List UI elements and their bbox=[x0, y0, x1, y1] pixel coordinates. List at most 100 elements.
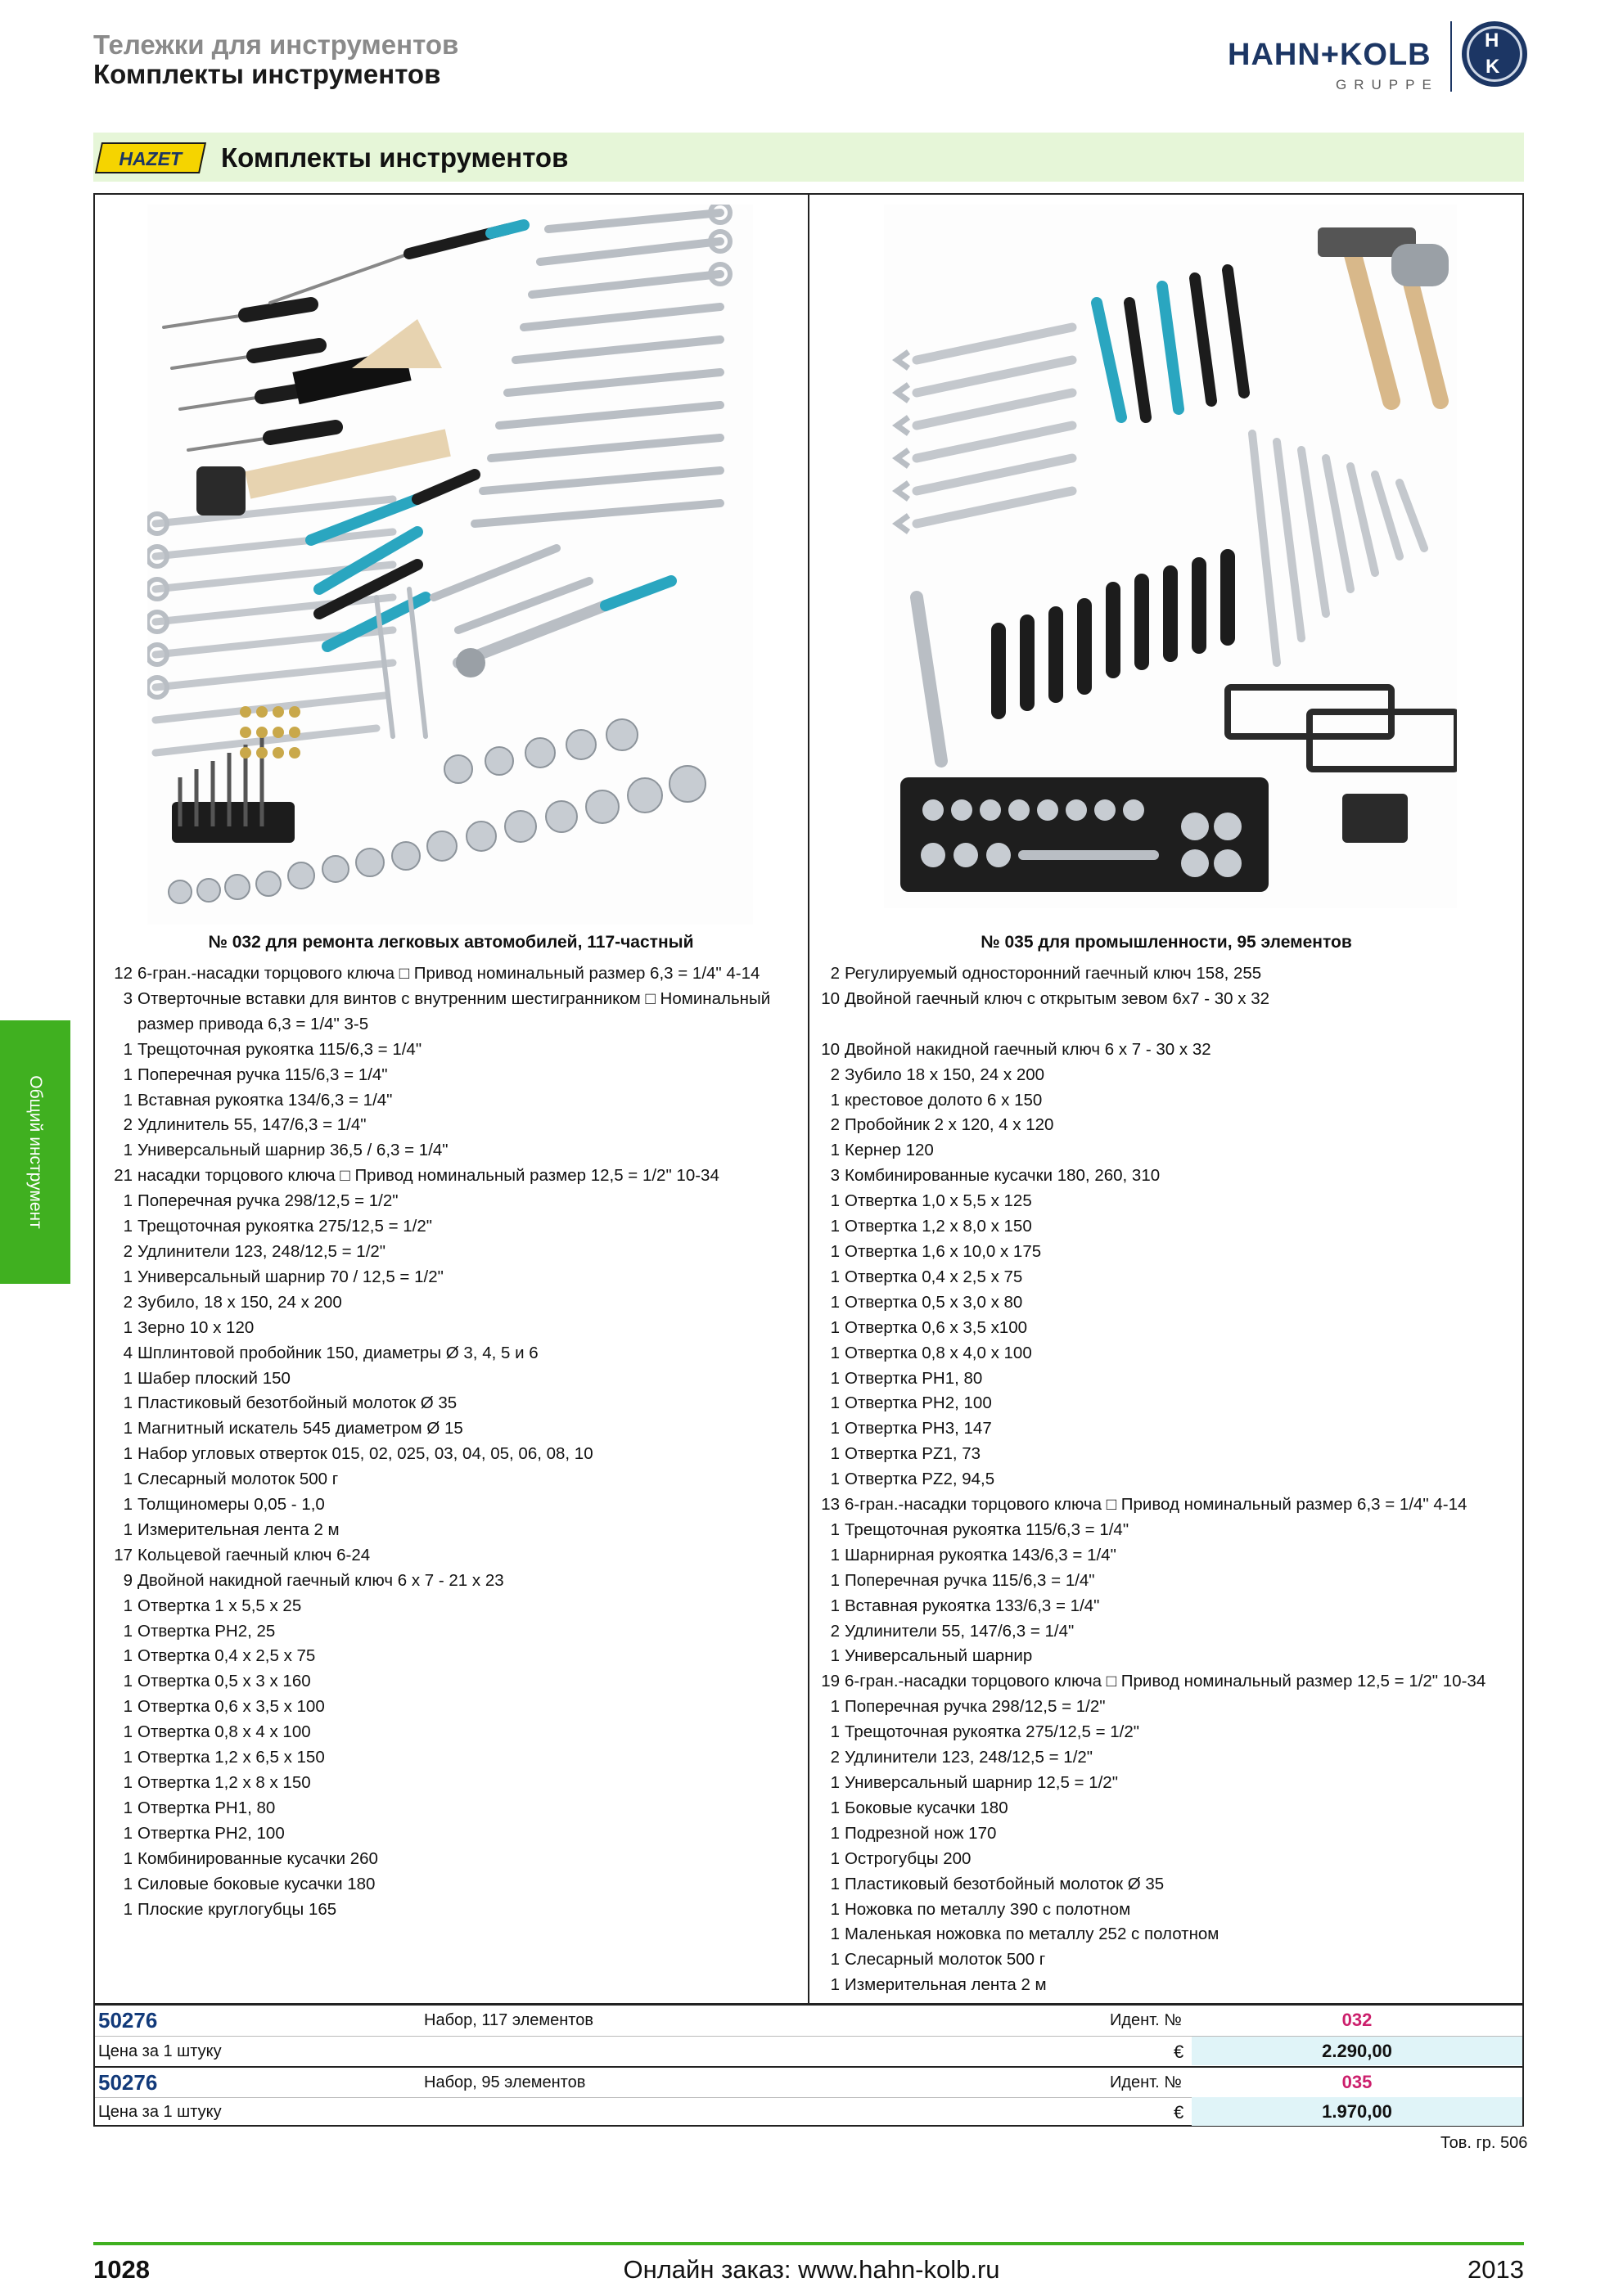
logo-divider bbox=[1450, 21, 1452, 92]
item-quantity: 13 bbox=[821, 1495, 840, 1515]
list-item: 1 Отвертка 0,4 x 2,5 x 75 bbox=[812, 1265, 1522, 1290]
item-quantity: 1 bbox=[830, 1267, 840, 1286]
price-row-035-price: Цена за 1 штуку € 1.970,00 bbox=[95, 2097, 1522, 2127]
item-quantity: 1 bbox=[123, 1697, 133, 1717]
item-description: Поперечная ручка 298/12,5 = 1/2" bbox=[138, 1191, 399, 1211]
item-description: Отвертка 1,2 x 6,5 x 150 bbox=[138, 1748, 325, 1767]
item-quantity: 1 bbox=[830, 1570, 840, 1590]
item-quantity: 1 bbox=[123, 1393, 133, 1413]
price-row-035-article: 50276 Набор, 95 элементов Идент. № 035 bbox=[95, 2068, 1522, 2098]
item-quantity: 1 bbox=[830, 1090, 840, 1110]
list-item: 1 Отвертка PH1, 80 bbox=[95, 1796, 807, 1821]
online-order-link[interactable]: Онлайн заказ: www.hahn-kolb.ru bbox=[623, 2255, 1000, 2284]
item-quantity: 1 bbox=[830, 1292, 840, 1312]
item-quantity: 1 bbox=[830, 1141, 840, 1160]
hazet-brand-logo: HAZET bbox=[94, 142, 207, 173]
item-description: Поперечная ручка 115/6,3 = 1/4" bbox=[138, 1065, 388, 1084]
item-quantity: 1 bbox=[830, 1519, 840, 1539]
item-quantity: 1 bbox=[123, 1798, 133, 1817]
item-quantity: 3 bbox=[830, 1166, 840, 1186]
item-quantity: 1 bbox=[123, 1519, 133, 1539]
item-description: Отвертка PH1, 80 bbox=[138, 1798, 276, 1817]
item-description: Зубило, 18 x 150, 24 x 200 bbox=[138, 1292, 342, 1312]
item-quantity: 1 bbox=[830, 1317, 840, 1337]
item-description: Кольцевой гаечный ключ 6-24 bbox=[138, 1545, 371, 1564]
item-quantity: 1 bbox=[123, 1823, 133, 1843]
item-quantity: 1 bbox=[123, 1646, 133, 1666]
item-quantity: 1 bbox=[123, 1722, 133, 1742]
article-number[interactable]: 50276 bbox=[98, 2070, 158, 2095]
item-description: крестовое долото 6 x 150 bbox=[845, 1090, 1043, 1110]
item-description: 6-гран.-насадки торцового ключа □ Привод… bbox=[845, 1495, 1467, 1515]
item-description: Трещоточная рукоятка 115/6,3 = 1/4" bbox=[138, 1039, 422, 1059]
item-quantity bbox=[812, 1012, 845, 1038]
item-description: Плоские круглогубцы 165 bbox=[138, 1899, 337, 1919]
list-item: размер привода 6,3 = 1/4" 3-5 bbox=[95, 1012, 807, 1038]
item-description: Шплинтовой пробойник 150, диаметры Ø 3, … bbox=[138, 1343, 539, 1362]
item-quantity: 1 bbox=[123, 1470, 133, 1489]
item-description: Универсальный шарнир 12,5 = 1/2" bbox=[845, 1773, 1118, 1792]
item-description: Отвертка 0,4 x 2,5 x 75 bbox=[845, 1267, 1023, 1286]
item-quantity: 1 bbox=[830, 1823, 840, 1843]
side-tab-general-tools[interactable]: Общий инструмент bbox=[0, 1020, 70, 1284]
list-item: 1 Поперечная ручка 115/6,3 = 1/4" bbox=[95, 1063, 807, 1088]
item-quantity: 1 bbox=[123, 1217, 133, 1236]
item-quantity: 1 bbox=[830, 1798, 840, 1817]
item-quantity: 1 bbox=[123, 1672, 133, 1691]
footer-divider bbox=[93, 2242, 1524, 2245]
item-description: Слесарный молоток 500 г bbox=[138, 1470, 339, 1489]
item-quantity: 1 bbox=[123, 1141, 133, 1160]
item-description: Маленькая ножовка по металлу 252 с полот… bbox=[845, 1925, 1220, 1944]
item-description: Отвертка 0,4 x 2,5 x 75 bbox=[138, 1646, 316, 1666]
list-item: 1 Слесарный молоток 500 г bbox=[95, 1467, 807, 1492]
item-description: Удлинитель 55, 147/6,3 = 1/4" bbox=[138, 1115, 367, 1135]
item-description: Зерно 10 x 120 bbox=[138, 1317, 255, 1337]
item-description: размер привода 6,3 = 1/4" 3-5 bbox=[138, 1014, 369, 1033]
item-quantity: 1 bbox=[830, 1848, 840, 1868]
item-description: Отвертка PH1, 80 bbox=[845, 1368, 983, 1388]
article-number[interactable]: 50276 bbox=[98, 2008, 158, 2033]
item-description: Слесарный молоток 500 г bbox=[845, 1950, 1046, 1970]
set-032-title: № 032 для ремонта легковых автомобилей, … bbox=[208, 933, 694, 952]
item-description: 6-гран.-насадки торцового ключа □ Привод… bbox=[845, 1672, 1486, 1691]
item-quantity: 1 bbox=[123, 1874, 133, 1893]
item-description: Комбинированные кусачки 260 bbox=[138, 1848, 378, 1868]
set-035-title: № 035 для промышленности, 95 элементов bbox=[981, 933, 1352, 952]
item-description: Отверточные вставки для винтов с внутрен… bbox=[138, 988, 771, 1008]
item-quantity: 1 bbox=[830, 1925, 840, 1944]
item-description: Трещоточная рукоятка 275/12,5 = 1/2" bbox=[138, 1217, 433, 1236]
item-quantity: 1 bbox=[830, 1343, 840, 1362]
item-quantity: 1 bbox=[830, 1419, 840, 1438]
item-quantity: 2 bbox=[123, 1292, 133, 1312]
item-quantity: 1 bbox=[123, 1419, 133, 1438]
item-quantity: 1 bbox=[830, 1697, 840, 1717]
item-quantity: 1 bbox=[123, 1368, 133, 1388]
item-quantity: 1 bbox=[123, 1065, 133, 1084]
